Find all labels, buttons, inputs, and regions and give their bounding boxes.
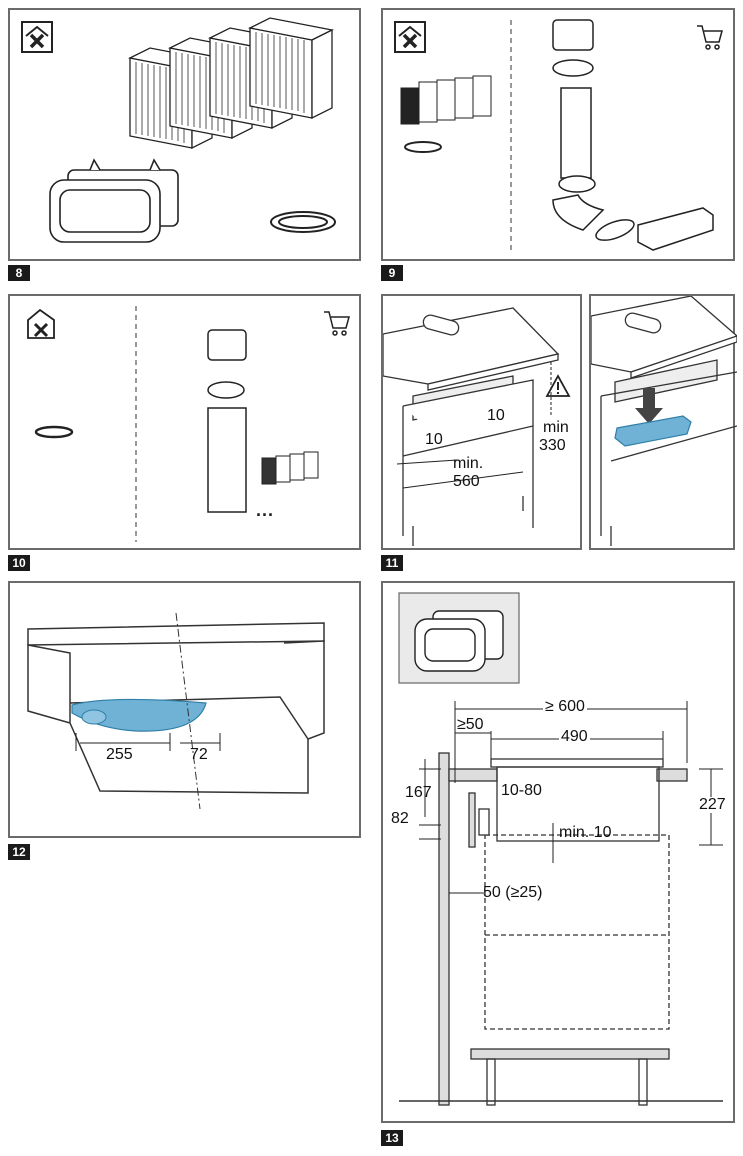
more-items-ellipsis: ... (256, 500, 275, 520)
house-cross-icon (394, 21, 426, 53)
shopping-cart-icon (697, 25, 723, 50)
figure-11b-illustration (591, 296, 737, 546)
duct-adapter-inset (398, 592, 520, 684)
dimension-min-10: min. 10 (559, 824, 612, 841)
filter-blocks-small (261, 451, 319, 485)
dimension-167: 167 (405, 784, 432, 801)
step-number-10: 10 (8, 555, 30, 571)
step-number-12: 12 (8, 844, 30, 860)
warning-triangle-icon (545, 374, 571, 397)
dimension-min-label-2: min. (453, 455, 484, 472)
bracket-highlight (614, 415, 692, 447)
dimension-227: 227 (699, 796, 726, 813)
duct-kit (207, 329, 247, 513)
dimension-330: 330 (539, 437, 566, 454)
duct-adapter (49, 158, 179, 243)
dimension-560: 560 (453, 473, 480, 490)
figure-13-illustration (398, 592, 723, 1106)
figure-12-panel: 255 72 (8, 581, 361, 838)
dimension-10-right: 10 (487, 407, 505, 424)
step-number-13: 13 (381, 1130, 403, 1146)
arrow-down-icon (635, 388, 663, 424)
house-cross-icon (21, 21, 53, 53)
figure-11a-illustration (383, 307, 571, 546)
step-number-9: 9 (381, 265, 403, 281)
dimension-10-80: 10-80 (501, 782, 542, 799)
dimension-50-min-25: 50 (≥25) (483, 884, 543, 901)
figure-9-panel (381, 8, 735, 261)
dimension-72: 72 (190, 746, 208, 763)
figure-9-illustration (394, 19, 723, 253)
figure-8-illustration (21, 17, 336, 243)
shopping-cart-icon (324, 311, 350, 336)
dimension-min-50: ≥50 (457, 716, 484, 733)
figure-11b-panel (589, 294, 737, 550)
dimension-490: 490 (559, 728, 590, 745)
step-number-11: 11 (381, 555, 403, 571)
filter-blocks-small (400, 75, 492, 125)
dimension-min-label: min (543, 419, 569, 436)
figure-12-illustration (27, 612, 325, 810)
figure-8-panel (8, 8, 361, 261)
dimension-min-600: ≥ 600 (543, 698, 587, 715)
dimension-82: 82 (391, 810, 409, 827)
filter-blocks (127, 17, 335, 150)
cutout-highlight (71, 698, 207, 732)
recirculation-house-icon (27, 308, 55, 339)
figure-10-panel: ... (8, 294, 361, 550)
seal-ring (34, 425, 74, 439)
seal-ring (270, 211, 336, 233)
seal-ring-small (404, 141, 442, 153)
figure-10-illustration (27, 306, 350, 542)
step-number-8: 8 (8, 265, 30, 281)
figure-13-panel: ≥ 600 ≥50 490 167 10-80 82 227 min. 10 5… (381, 581, 735, 1123)
figure-11a-panel: 10 10 min 330 min. 560 (381, 294, 582, 550)
dimension-255: 255 (106, 746, 133, 763)
duct-kit (552, 19, 714, 251)
dimension-10-left: 10 (425, 431, 443, 448)
